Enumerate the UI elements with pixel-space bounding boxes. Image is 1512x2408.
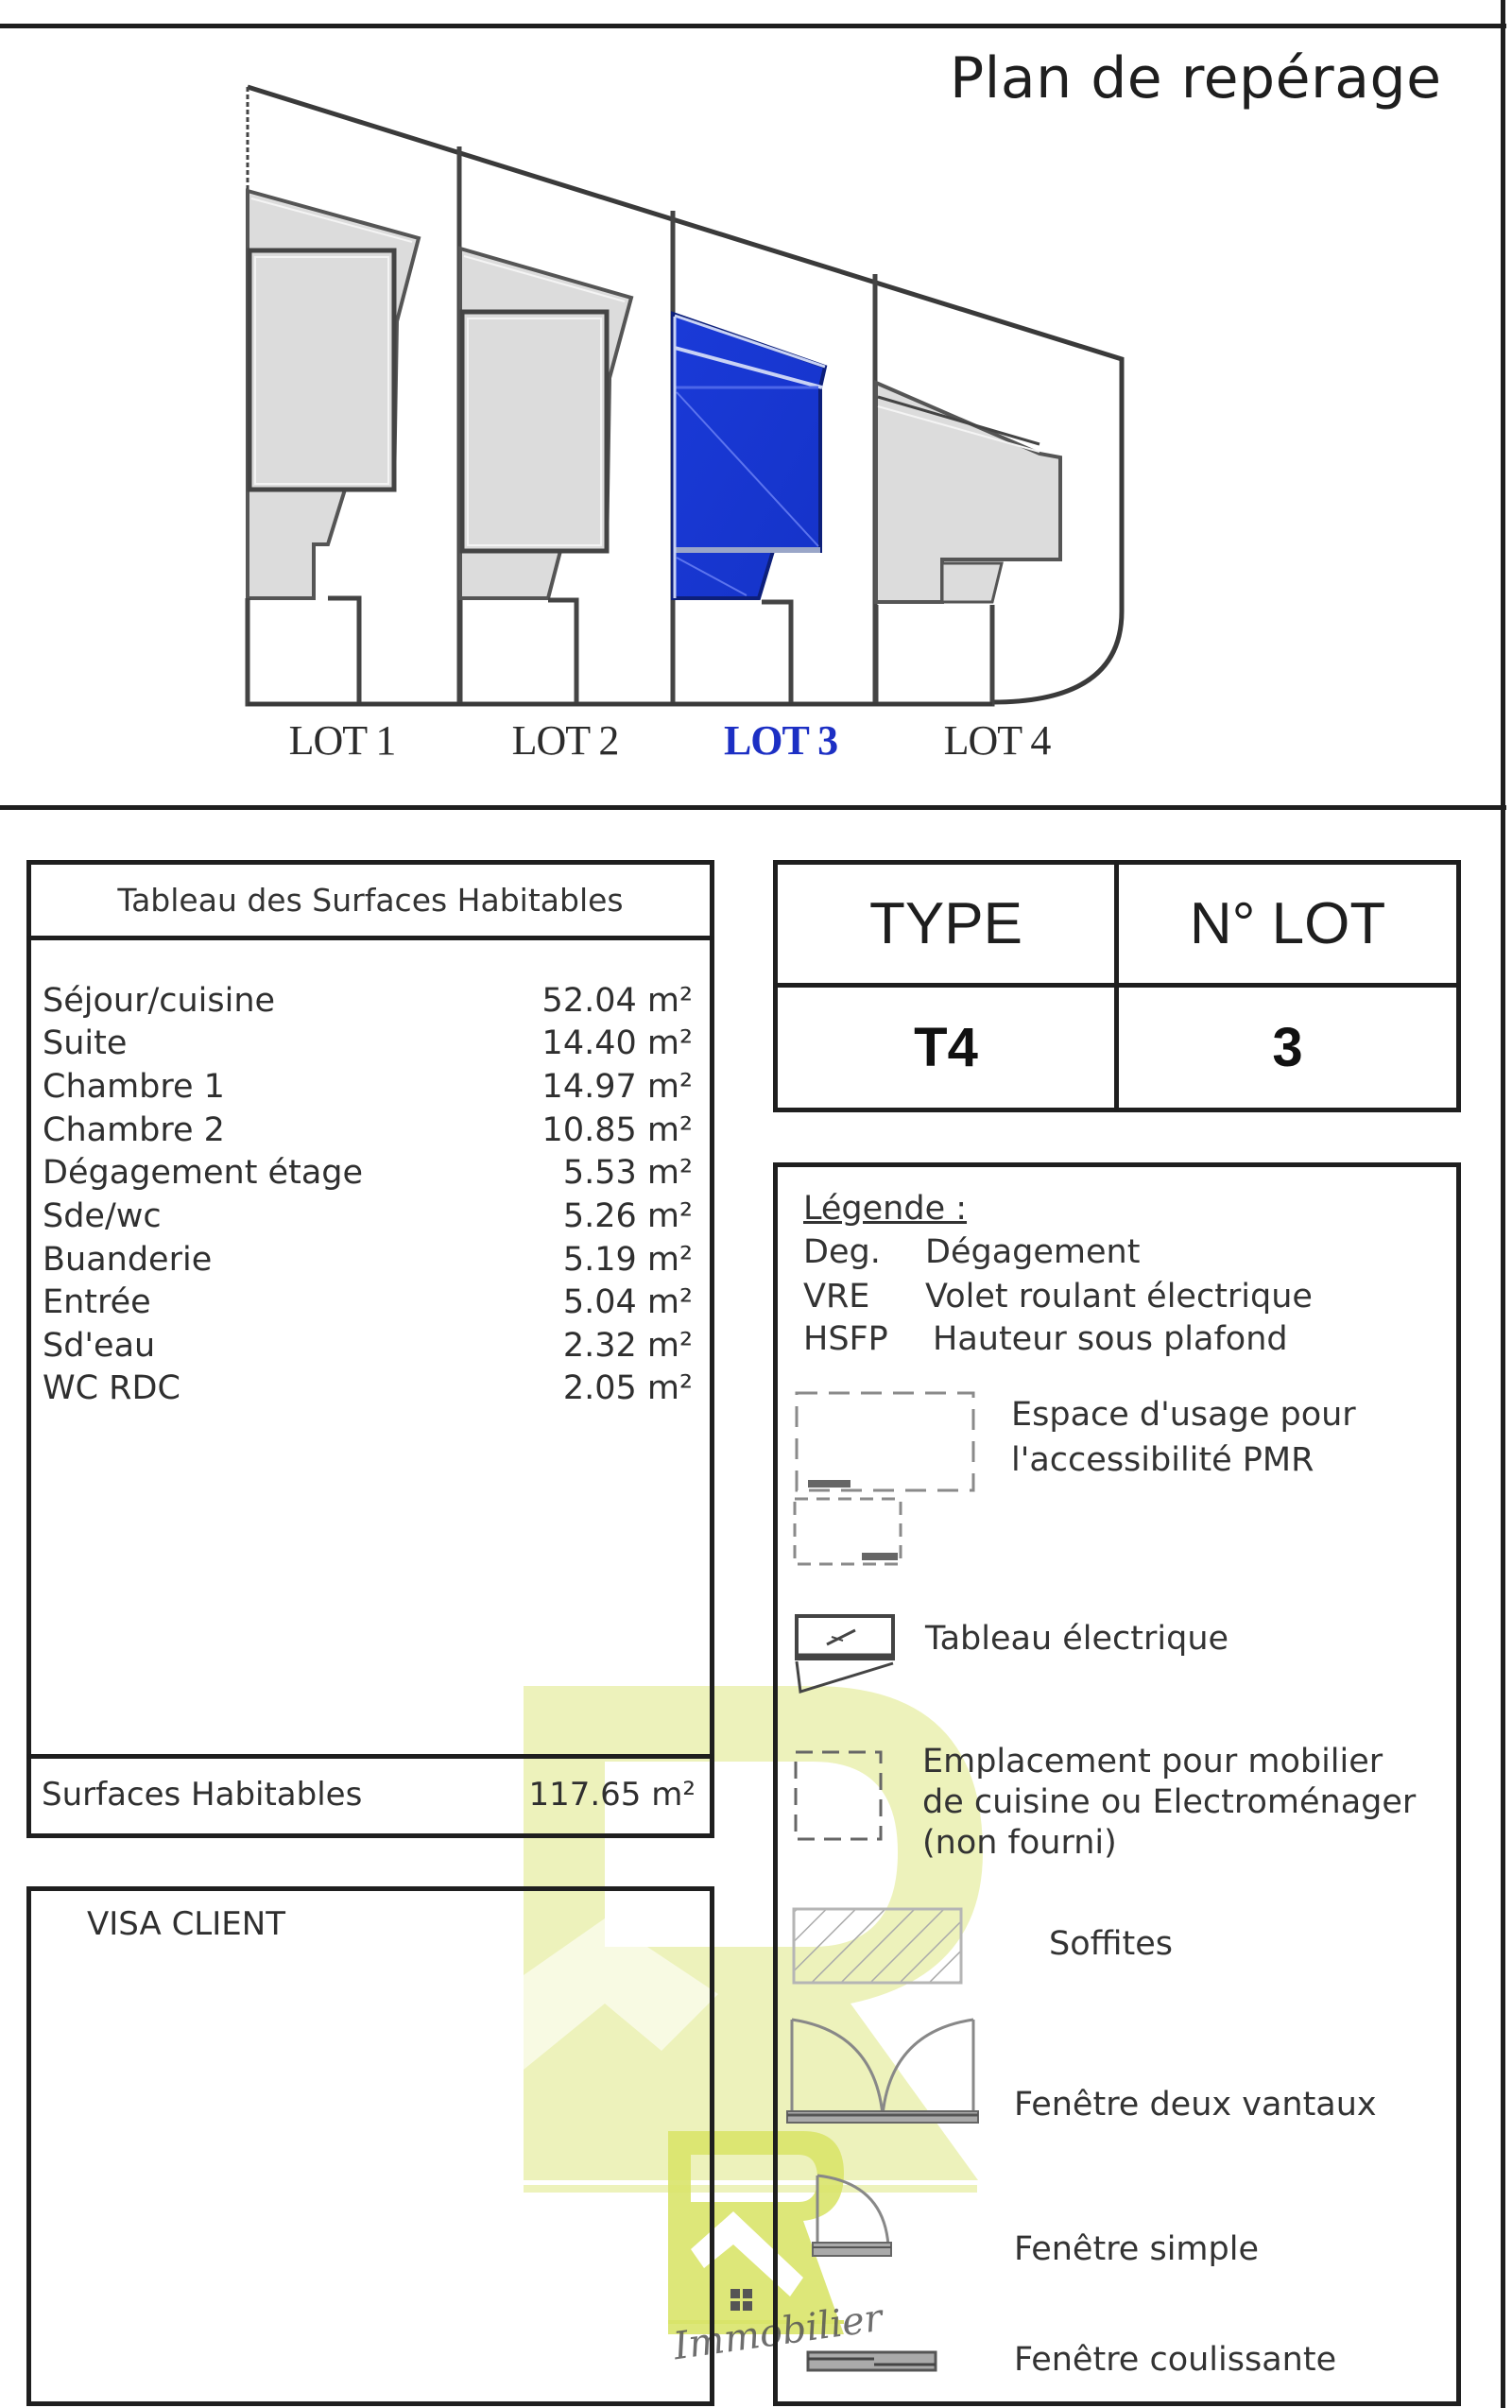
lot-number-header: N° LOT <box>1189 891 1386 956</box>
type-lot-row-divider <box>773 983 1461 988</box>
table-row: Dégagement étage 5.53 m² <box>43 1151 693 1194</box>
legend-symbol-label: Soffites <box>1049 1925 1173 1963</box>
room-area: 2.32 m² <box>562 1326 693 1365</box>
lot-label-2[interactable]: LOT 2 <box>511 717 620 764</box>
lot-label-1[interactable]: LOT 1 <box>288 717 397 764</box>
legend-symbol-label: Tableau électrique <box>925 1620 1229 1658</box>
pmr-space-icon <box>793 1391 975 1566</box>
room-name: Sde/wc <box>43 1196 162 1235</box>
room-area: 52.04 m² <box>541 981 693 1020</box>
total-value: 117.65 m² <box>528 1776 696 1814</box>
legend-symbol-label: Fenêtre deux vantaux <box>1014 2086 1377 2124</box>
legend-meaning: Hauteur sous plafond <box>933 1320 1288 1358</box>
surfaces-table-header-divider <box>26 936 714 940</box>
room-name: Chambre 2 <box>43 1110 225 1149</box>
room-name: Entrée <box>43 1282 151 1321</box>
visa-client-box[interactable] <box>26 1886 714 2406</box>
table-row: Suite 14.40 m² <box>43 1022 693 1064</box>
plan-title: Plan de repérage <box>950 45 1442 112</box>
furniture-placement-icon <box>794 1750 883 1841</box>
legend-symbol-label: Emplacement pour mobilier <box>922 1743 1383 1780</box>
legend-symbol-label: Fenêtre coulissante <box>1014 2341 1337 2379</box>
room-area: 10.85 m² <box>541 1110 693 1149</box>
lot-number-value: 3 <box>1272 1017 1303 1078</box>
visa-client-label: VISA CLIENT <box>87 1905 285 1943</box>
legend-symbol-label: Espace d'usage pour <box>1011 1396 1356 1434</box>
lot-2-shape[interactable] <box>457 211 676 707</box>
legend-title: Légende : <box>803 1190 968 1228</box>
lot-label-3[interactable]: LOT 3 <box>723 717 838 764</box>
right-frame-line <box>1501 0 1505 2408</box>
table-row: Chambre 1 14.97 m² <box>43 1065 693 1108</box>
building-outline <box>247 84 1125 705</box>
legend-abbr: HSFP <box>803 1320 888 1358</box>
lot-label-4[interactable]: LOT 4 <box>943 717 1052 764</box>
room-name: Sd'eau <box>43 1326 156 1365</box>
room-name: Buanderie <box>43 1240 213 1279</box>
room-area: 5.53 m² <box>562 1153 693 1192</box>
room-area: 14.97 m² <box>541 1067 693 1106</box>
table-row: WC RDC 2.05 m² <box>43 1367 693 1409</box>
single-window-icon <box>812 2174 892 2257</box>
type-header: TYPE <box>869 891 1022 956</box>
room-area: 14.40 m² <box>541 1023 693 1062</box>
table-row: Sde/wc 5.26 m² <box>43 1195 693 1237</box>
sliding-window-icon <box>806 2350 937 2372</box>
lot-1-shape[interactable] <box>245 146 462 707</box>
legend-meaning: Dégagement <box>925 1233 1141 1271</box>
legend-abbr: Deg. <box>803 1233 881 1271</box>
room-name: Suite <box>43 1023 128 1062</box>
total-label: Surfaces Habitables <box>42 1776 363 1814</box>
type-value: T4 <box>914 1017 978 1078</box>
room-name: Chambre 1 <box>43 1067 225 1106</box>
table-row: Chambre 2 10.85 m² <box>43 1109 693 1151</box>
section-divider <box>0 805 1506 810</box>
table-row: Entrée 5.04 m² <box>43 1281 693 1323</box>
surfaces-table-total-divider <box>26 1754 714 1759</box>
lot-4-shape[interactable] <box>873 379 1062 707</box>
legend-symbol-label: (non fourni) <box>922 1824 1117 1862</box>
site-plan <box>245 84 1125 707</box>
soffit-hatch-icon <box>792 1907 963 1985</box>
room-name: Séjour/cuisine <box>43 981 276 1020</box>
top-frame-line <box>0 24 1506 28</box>
legend-symbol-label: Fenêtre simple <box>1014 2230 1259 2268</box>
legend-abbr: VRE <box>803 1278 870 1316</box>
table-row: Buanderie 5.19 m² <box>43 1238 693 1281</box>
room-name: WC RDC <box>43 1368 180 1407</box>
table-row: Séjour/cuisine 52.04 m² <box>43 979 693 1022</box>
legend-symbol-label: de cuisine ou Electroménager <box>922 1783 1417 1821</box>
electrical-panel-icon <box>795 1614 895 1694</box>
table-row: Sd'eau 2.32 m² <box>43 1324 693 1367</box>
room-area: 2.05 m² <box>562 1368 693 1407</box>
legend-box <box>773 1162 1461 2406</box>
room-area: 5.19 m² <box>562 1240 693 1279</box>
surfaces-table <box>26 860 714 1838</box>
room-area: 5.04 m² <box>562 1282 693 1321</box>
legend-meaning: Volet roulant électrique <box>925 1278 1313 1316</box>
total-row: Surfaces Habitables 117.65 m² <box>42 1773 696 1816</box>
legend-symbol-label: l'accessibilité PMR <box>1011 1441 1314 1479</box>
surfaces-table-title: Tableau des Surfaces Habitables <box>117 882 624 919</box>
room-area: 5.26 m² <box>562 1196 693 1235</box>
room-name: Dégagement étage <box>43 1153 364 1192</box>
double-casement-window-icon <box>786 2018 979 2124</box>
